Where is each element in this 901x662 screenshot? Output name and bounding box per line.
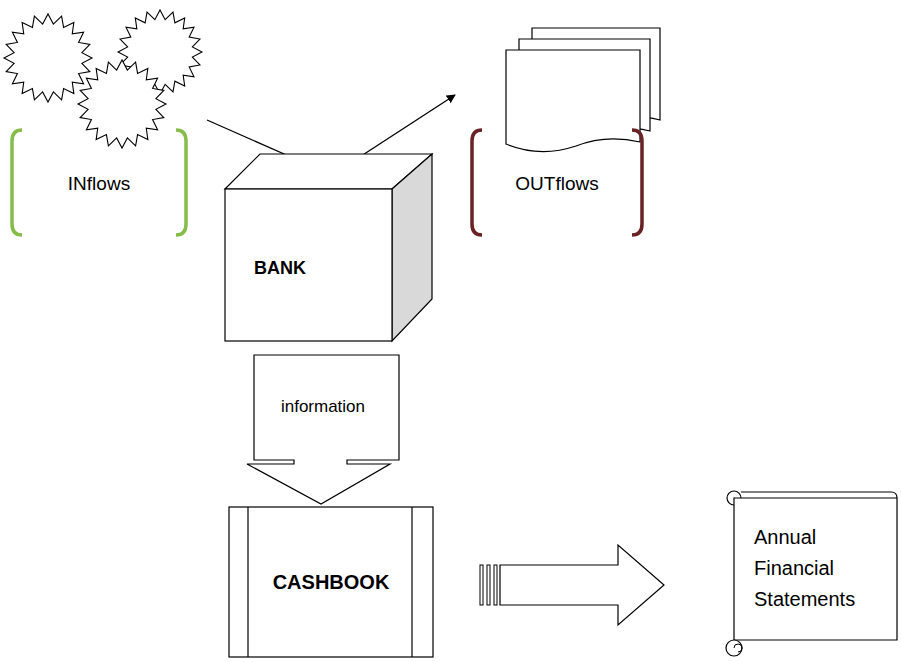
outflows-label: OUTflows xyxy=(515,173,598,195)
statements-scroll: Annual Financial Statements xyxy=(722,488,899,660)
block-arrow-group xyxy=(480,545,664,625)
node-text: Annual Financial Statements xyxy=(754,522,874,615)
information-arrow-outline xyxy=(244,354,402,506)
outflow-bracket xyxy=(472,130,482,235)
block-arrow xyxy=(500,545,664,625)
outflow-bracket xyxy=(632,130,642,235)
inflow-bracket xyxy=(176,130,186,235)
document-stack xyxy=(506,28,660,152)
node-text: CASHBOOK xyxy=(273,570,390,594)
cashbook-box: CASHBOOK xyxy=(228,506,434,658)
inflow-bracket xyxy=(12,130,22,235)
bank-cube: BANK xyxy=(224,153,434,343)
starburst xyxy=(78,60,166,148)
inflows-label: INflows xyxy=(68,173,130,195)
arrow-tail-bar xyxy=(480,565,483,605)
arrow-tail-bar xyxy=(494,565,497,605)
node-text: information xyxy=(281,397,365,417)
starburst xyxy=(4,14,92,102)
bank-cube-outline xyxy=(224,153,434,343)
inflow-bursts xyxy=(4,10,202,148)
outflow-arrow xyxy=(355,95,455,160)
node-text: BANK xyxy=(254,257,306,279)
arrow-tail-bar xyxy=(487,565,490,605)
information-arrow: information xyxy=(244,354,402,506)
